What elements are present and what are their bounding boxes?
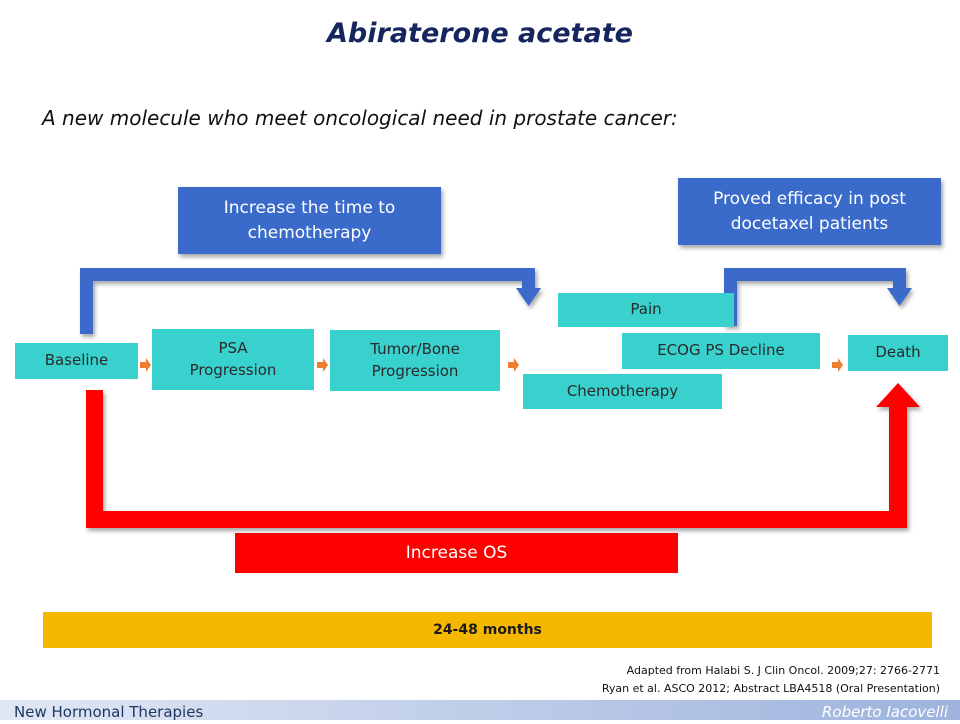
footer-left-text: New Hormonal Therapies <box>14 703 204 721</box>
footer-author: Roberto Iacovelli <box>822 703 948 721</box>
slide-title: Abiraterone acetate <box>327 18 633 49</box>
stage-death: Death <box>848 335 948 371</box>
stage-chemotherapy: Chemotherapy <box>523 374 722 409</box>
stage-arrows <box>140 358 843 372</box>
bracket-time-to-chemo <box>80 268 541 334</box>
arrow-icon <box>508 358 519 372</box>
arrow-icon <box>317 358 328 372</box>
callout-increase-os: Increase OS <box>235 533 678 573</box>
stage-pain: Pain <box>558 293 734 327</box>
footer-bar: New Hormonal Therapies Roberto Iacovelli <box>0 700 960 721</box>
arrow-icon <box>832 358 843 372</box>
timeline-bar: 24-48 months <box>43 612 932 648</box>
stage-ecog-ps-decline: ECOG PS Decline <box>622 333 820 369</box>
reference-line-2: Ryan et al. ASCO 2012; Abstract LBA4518 … <box>601 681 940 695</box>
slide-subtitle: A new molecule who meet oncological need… <box>42 106 678 130</box>
callout-post-docetaxel: Proved efficacy in post docetaxel patien… <box>678 178 941 245</box>
reference-line-1: Adapted from Halabi S. J Clin Oncol. 200… <box>626 664 940 677</box>
stage-baseline: Baseline <box>15 343 138 379</box>
callout-time-to-chemo: Increase the time to chemotherapy <box>178 187 441 254</box>
references: Adapted from Halabi S. J Clin Oncol. 200… <box>602 662 940 697</box>
arrow-icon <box>140 358 151 372</box>
bracket-increase-os <box>86 383 920 528</box>
stage-tumor-bone-progression: Tumor/Bone Progression <box>330 330 500 391</box>
bracket-post-docetaxel <box>724 268 912 326</box>
stage-psa-progression: PSA Progression <box>152 329 314 390</box>
